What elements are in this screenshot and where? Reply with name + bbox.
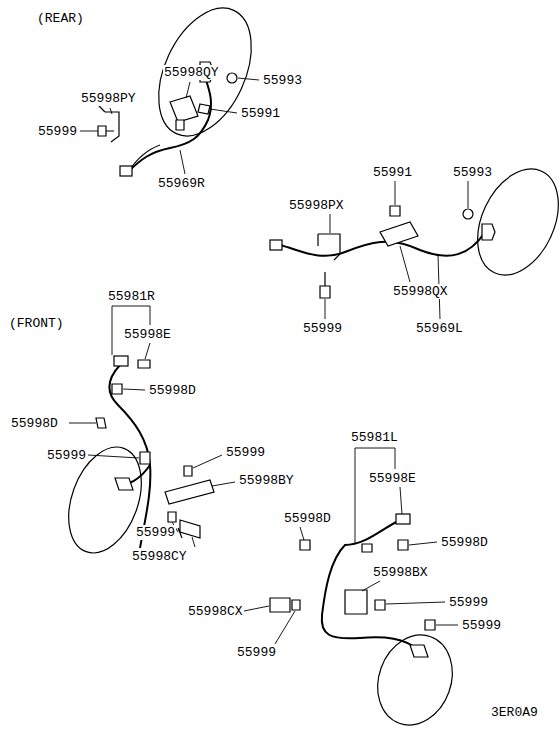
callout-number: 55991 xyxy=(372,165,413,180)
callout-number: 55999 xyxy=(461,618,502,633)
callout-number: 55998BX xyxy=(372,565,429,580)
sensor-wire xyxy=(322,520,418,650)
callout-number: 55969L xyxy=(415,321,464,336)
callout-number: 55981L xyxy=(350,430,399,445)
callout-number: 55999 xyxy=(135,525,176,540)
nut xyxy=(463,209,473,219)
callout-number: 55998D xyxy=(440,535,489,550)
callout-number: 55999 xyxy=(448,595,489,610)
bracket xyxy=(270,598,290,612)
clip xyxy=(300,540,310,550)
view-heading: (FRONT) xyxy=(8,316,65,331)
callout-number: 55998D xyxy=(283,511,332,526)
grommet xyxy=(138,360,150,368)
sensor-wire xyxy=(128,145,160,172)
bolt xyxy=(98,126,114,136)
callout-number: 55998QX xyxy=(392,284,449,299)
callout-number: 55969R xyxy=(157,176,206,191)
callout-number: 55998E xyxy=(368,471,417,486)
callout-number: 55998CX xyxy=(187,604,244,619)
leader-lines xyxy=(69,78,468,644)
callout-number: 55999 xyxy=(302,321,343,336)
wheel-speed-sensor xyxy=(115,478,133,490)
connector xyxy=(396,514,410,524)
bolt xyxy=(320,272,330,298)
callout-number: 55999 xyxy=(37,124,78,139)
callout-number: 55998E xyxy=(123,327,172,342)
bracket xyxy=(178,520,200,538)
bolt xyxy=(198,104,210,114)
callout-number: 55998QY xyxy=(163,65,220,80)
callout-number: 55991 xyxy=(240,106,281,121)
callout-number: 55998BY xyxy=(238,473,295,488)
callout-number: 55998PX xyxy=(288,198,345,213)
callout-number: 55998D xyxy=(148,383,197,398)
bolt xyxy=(184,466,192,476)
sensor-wire xyxy=(128,80,211,172)
wheel-outline xyxy=(140,0,270,151)
drawing-code: 3ER0A9 xyxy=(490,705,539,720)
bracket xyxy=(345,590,367,614)
grommet xyxy=(362,544,372,552)
callout-number: 55998CY xyxy=(131,549,188,564)
clip xyxy=(176,120,184,130)
bolt xyxy=(292,600,300,610)
bolt xyxy=(375,600,385,610)
bolt xyxy=(168,512,176,522)
clip xyxy=(398,540,408,550)
callout-number: 55998D xyxy=(10,416,59,431)
connector xyxy=(120,166,132,176)
bracket xyxy=(380,222,418,246)
callout-number: 55981R xyxy=(107,289,156,304)
connector xyxy=(114,356,128,366)
bolt xyxy=(390,206,400,216)
callout-number: 55999 xyxy=(225,445,266,460)
wheel-speed-sensor xyxy=(482,224,495,240)
clip xyxy=(112,384,122,394)
bracket xyxy=(99,106,119,142)
bolt xyxy=(425,620,435,630)
bolt xyxy=(140,452,150,464)
callout-number: 55999 xyxy=(236,645,277,660)
wheel-speed-sensor xyxy=(410,645,428,657)
callout-number: 55993 xyxy=(452,165,493,180)
view-heading: (REAR) xyxy=(36,11,85,26)
callout-number: 55993 xyxy=(262,73,303,88)
wheel-outline xyxy=(365,624,464,731)
bracket xyxy=(318,234,340,260)
bracket xyxy=(165,480,214,504)
bracket xyxy=(170,96,198,122)
nut xyxy=(227,73,237,83)
connector xyxy=(270,240,282,250)
callout-number: 55999 xyxy=(46,448,87,463)
callout-number: 55998PY xyxy=(80,91,137,106)
clip xyxy=(96,418,106,428)
